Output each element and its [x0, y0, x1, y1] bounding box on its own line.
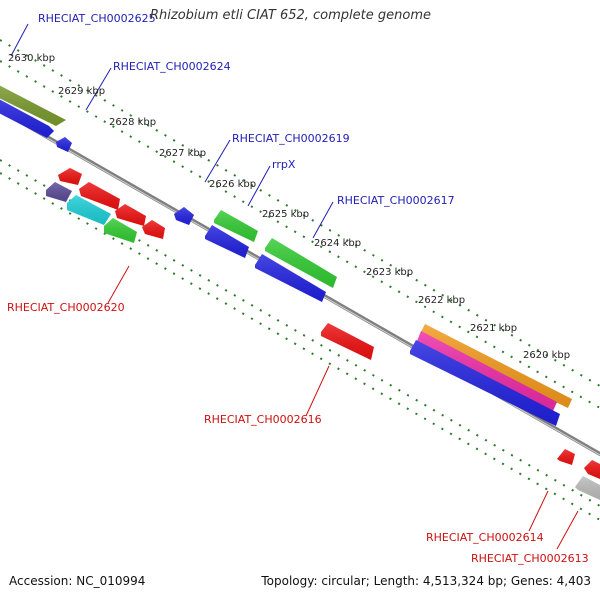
cyan-feature-shade [67, 195, 111, 225]
gene-label-rheciat-ch0002617[interactable]: RHECIAT_CH0002617 [337, 194, 455, 207]
red-feature-c-shade [115, 204, 146, 226]
blue-feature-long-shade [410, 340, 560, 426]
green-feature-left-lower-shade [104, 218, 137, 243]
red-feature-right-a-shade [557, 449, 575, 465]
scale-labels: 2630 kbp 2629 kbp 2628 kbp 2627 kbp 2626… [8, 53, 570, 361]
blue-feature-left-shade [0, 99, 54, 138]
callout-ch0002624 [85, 67, 112, 111]
blue-feature-right-shade [255, 254, 326, 302]
callout-ch0002617 [312, 201, 334, 239]
callout-ch0002625 [10, 23, 29, 57]
red-feature-b-shade [79, 182, 120, 210]
callout-ch0002614 [528, 490, 549, 532]
accession-text: Accession: NC_010994 [9, 574, 146, 588]
gene-label-rheciat-ch0002624[interactable]: RHECIAT_CH0002624 [113, 60, 231, 73]
green-olive-feature-left-shade [0, 85, 66, 126]
red-feature-right-b-shade [584, 460, 600, 479]
feature-blocks [0, 85, 600, 500]
callout-ch0002619 [204, 139, 231, 183]
scale-label-2625: 2625 kbp [262, 209, 309, 220]
gene-label-rheciat-ch0002614[interactable]: RHECIAT_CH0002614 [426, 531, 544, 544]
red-feature-d-shade [142, 220, 165, 239]
callout-ch0002620 [107, 265, 130, 304]
scale-label-2627: 2627 kbp [159, 148, 206, 159]
gene-labels: RHECIAT_CH0002625 RHECIAT_CH0002624 RHEC… [7, 12, 589, 565]
gene-label-rheciat-ch0002616[interactable]: RHECIAT_CH0002616 [204, 413, 322, 426]
scale-label-2628: 2628 kbp [109, 117, 156, 128]
magenta-feature-shade [417, 331, 557, 411]
scale-label-2622: 2622 kbp [418, 295, 465, 306]
green-feature-right-shade [265, 238, 337, 288]
blue-arrow-mid-shade [174, 207, 194, 225]
orange-feature-shade [420, 324, 572, 408]
gene-label-rheciat-ch0002619[interactable]: RHECIAT_CH0002619 [232, 132, 350, 145]
red-feature-center-shade [321, 323, 374, 360]
gene-label-rrpx[interactable]: rrpX [272, 158, 296, 171]
scale-label-2623: 2623 kbp [366, 267, 413, 278]
lower-dotted-track [0, 172, 600, 521]
callout-ch0002613 [556, 510, 579, 550]
scale-label-2624: 2624 kbp [314, 238, 361, 249]
scale-label-2620: 2620 kbp [523, 350, 570, 361]
callout-ch0002616 [305, 365, 330, 417]
blue-arrow-small-left-shade [56, 137, 72, 152]
genome-summary-text: Topology: circular; Length: 4,513,324 bp… [261, 574, 591, 588]
violet-feature-shade [46, 182, 72, 202]
blue-feature-mid-shade [205, 225, 249, 258]
gene-label-rheciat-ch0002613[interactable]: RHECIAT_CH0002613 [471, 552, 589, 565]
gene-label-rheciat-ch0002625[interactable]: RHECIAT_CH0002625 [38, 12, 156, 25]
scale-label-2626: 2626 kbp [209, 179, 256, 190]
gray-feature-right-shade [575, 476, 600, 500]
callout-rrpx [247, 165, 271, 207]
red-feature-a-shade [58, 168, 82, 185]
upper-inner-track [0, 60, 600, 409]
genome-title: Rhizobium etli CIAT 652, complete genome [150, 8, 431, 23]
scale-label-2630: 2630 kbp [8, 53, 55, 64]
scale-label-2621: 2621 kbp [470, 323, 517, 334]
green-feature-mid-shade [214, 210, 258, 242]
feature-callouts [10, 23, 579, 550]
scale-label-2629: 2629 kbp [58, 86, 105, 97]
gene-label-rheciat-ch0002620[interactable]: RHECIAT_CH0002620 [7, 301, 125, 314]
